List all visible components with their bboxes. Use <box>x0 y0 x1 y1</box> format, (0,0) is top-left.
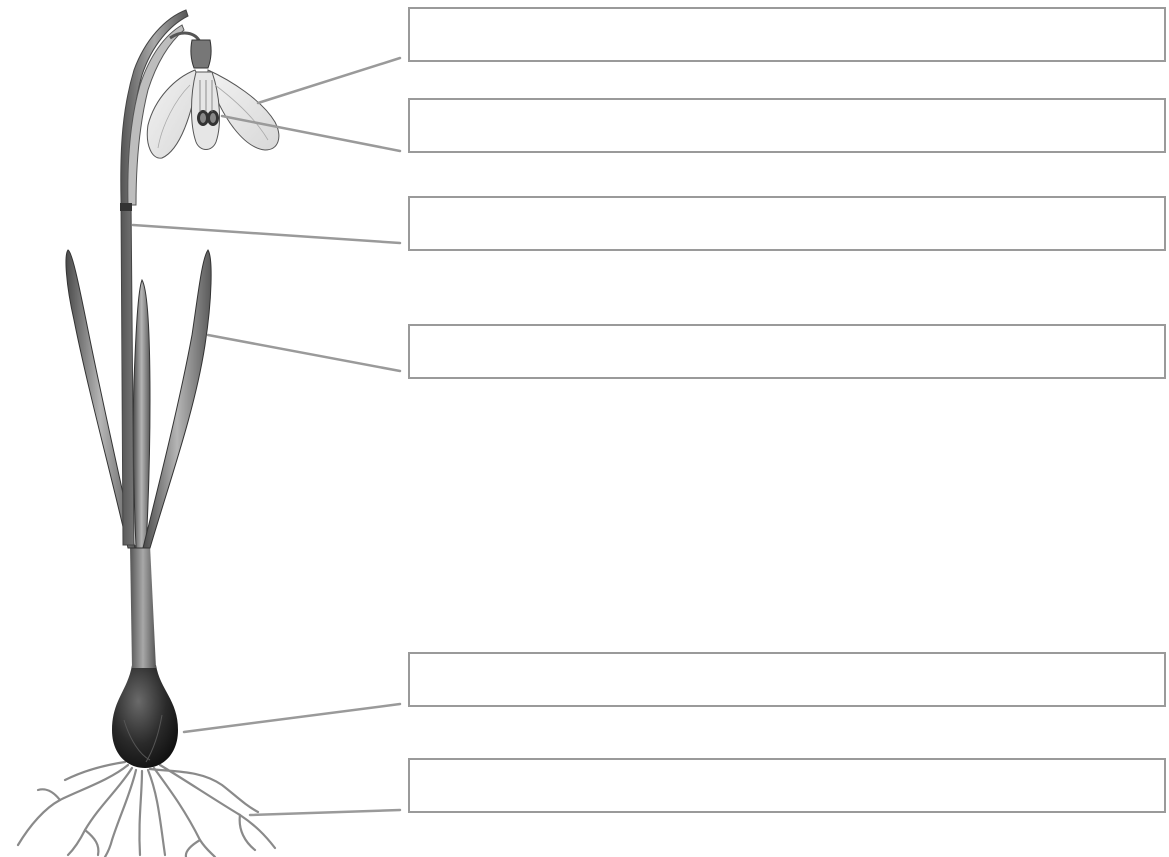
leader-line-3 <box>133 225 400 243</box>
label-box-flower[interactable] <box>408 7 1166 62</box>
leader-line-6 <box>250 810 400 815</box>
leader-line-4 <box>208 335 400 371</box>
leader-line-1 <box>258 58 400 103</box>
label-box-inner-tepals[interactable] <box>408 98 1166 153</box>
leaf-middle <box>133 280 150 548</box>
roots <box>18 762 275 857</box>
label-box-bulb[interactable] <box>408 652 1166 707</box>
bulb <box>112 665 178 768</box>
label-box-stem[interactable] <box>408 196 1166 251</box>
leader-line-5 <box>184 704 400 732</box>
neck <box>130 545 156 668</box>
spathe-node <box>120 203 132 211</box>
flower <box>147 40 279 158</box>
label-box-roots[interactable] <box>408 758 1166 813</box>
label-box-leaf[interactable] <box>408 324 1166 379</box>
leaf-right <box>143 250 211 548</box>
